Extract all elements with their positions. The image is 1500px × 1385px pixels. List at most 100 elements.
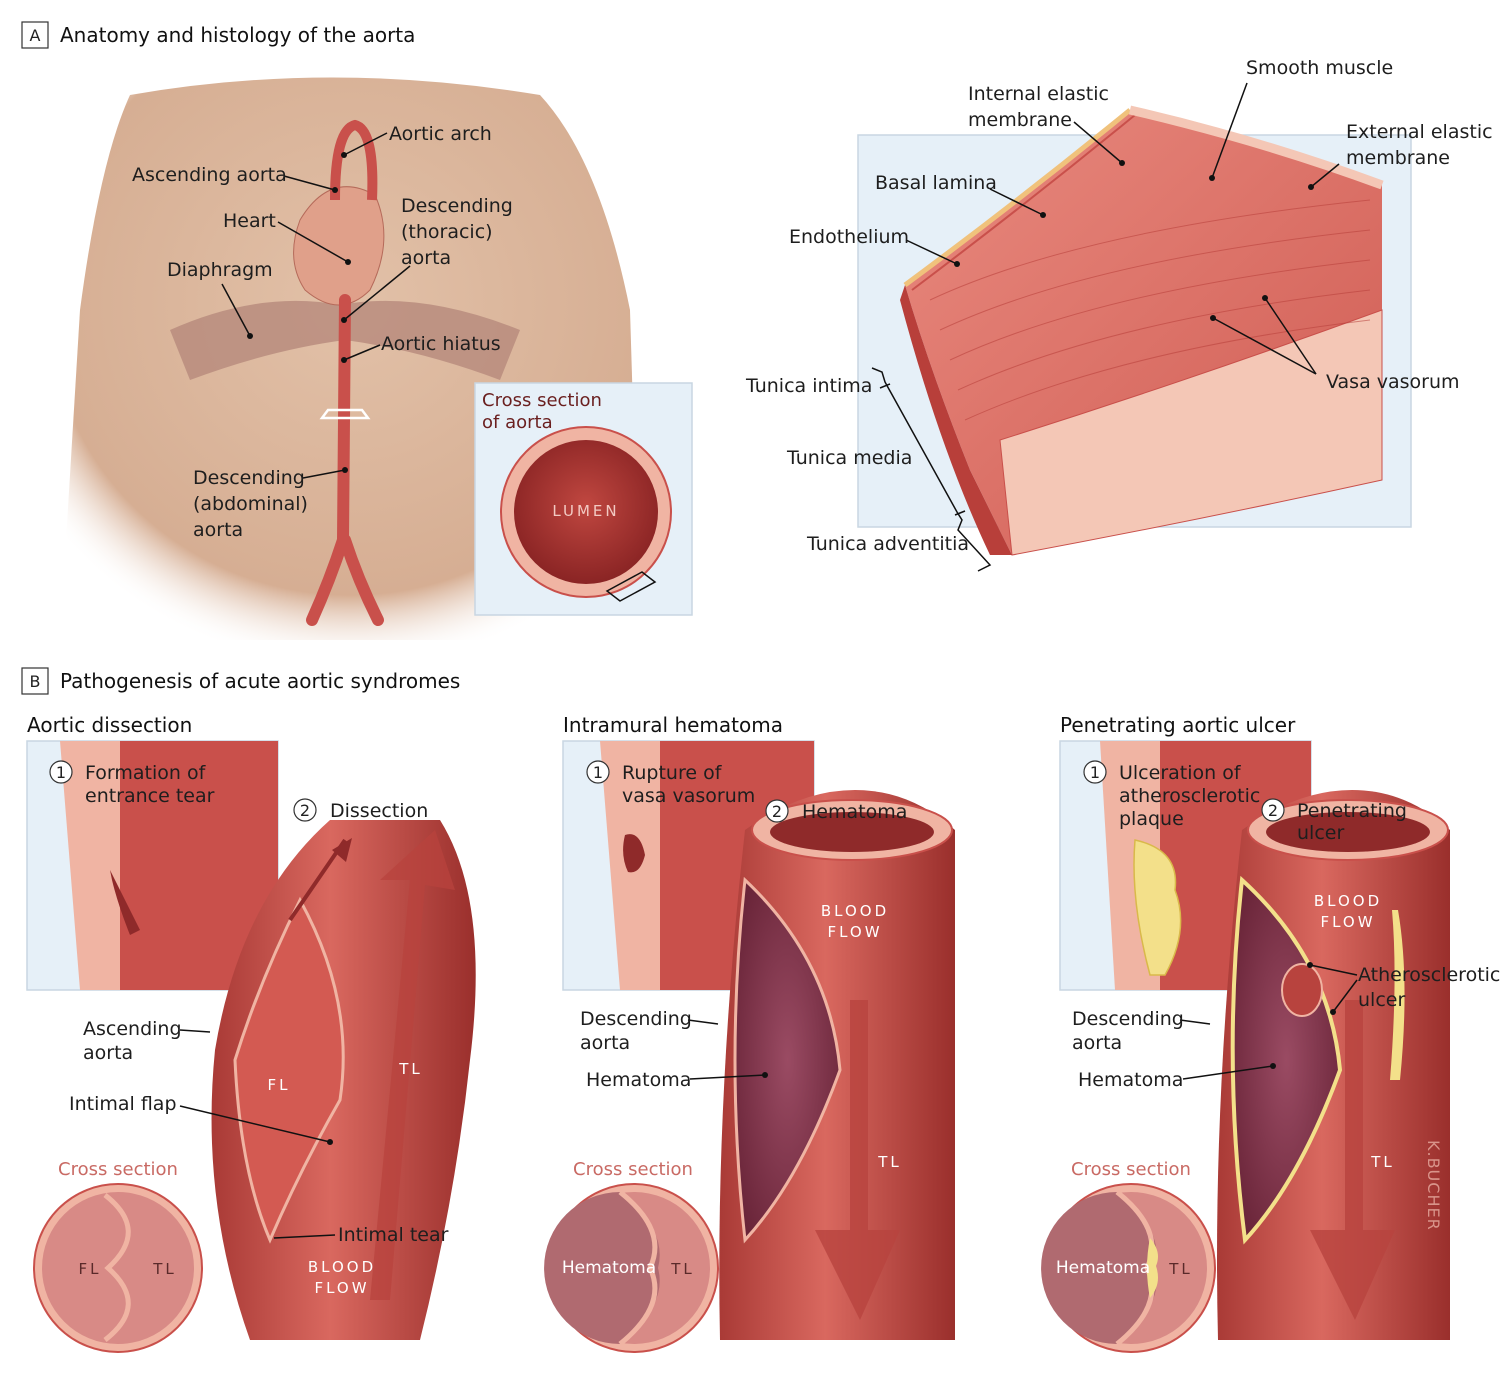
dissection-cs-tl: TL	[152, 1260, 177, 1278]
hematoma-illustration	[562, 740, 955, 1340]
ulcer-step1-c: plaque	[1119, 808, 1184, 830]
dissection-step2-num: 2	[300, 801, 310, 820]
dissection-step1-a: Formation of	[85, 762, 207, 784]
cross-section-title-2: of aorta	[482, 412, 553, 433]
hematoma-step1-badge	[586, 760, 610, 784]
panel-b-letter: B	[30, 672, 41, 691]
hematoma-leaders	[687, 1019, 768, 1080]
dissection-ascending-1: Ascending	[83, 1018, 182, 1040]
cross-section-title-1: Cross section	[482, 390, 602, 411]
ulcer-flow: FLOW	[1320, 913, 1375, 931]
dissection-ascending-2: aorta	[83, 1042, 133, 1064]
hematoma-step1-num: 1	[593, 763, 603, 782]
ulcer-hematoma-label: Hematoma	[1078, 1069, 1183, 1091]
label-desc-abdominal-1: Descending	[193, 467, 305, 489]
dissection-cs-fl: FL	[79, 1260, 102, 1278]
dissection-leaders	[179, 1029, 336, 1239]
diaphragm-shape	[170, 300, 520, 380]
label-basal-lamina: Basal lamina	[875, 172, 997, 194]
heart-shape	[293, 186, 385, 306]
lumen-label: LUMEN	[552, 502, 619, 520]
label-desc-thoracic-2: (thoracic)	[401, 221, 493, 243]
cut-face	[900, 285, 1012, 555]
ulcer-step2-num: 2	[1268, 801, 1278, 820]
label-internal-elastic-2: membrane	[968, 109, 1072, 131]
dissection-step1-num: 1	[56, 763, 66, 782]
dissection-intimal-tear: Intimal tear	[338, 1224, 449, 1246]
wall-leaders	[871, 82, 1340, 572]
label-external-elastic-1: External elastic	[1346, 121, 1493, 143]
hematoma-cs-hematoma: Hematoma	[562, 1258, 656, 1278]
dissection-step2-badge	[293, 798, 317, 822]
ulcer-cross-section	[1041, 1183, 1216, 1353]
label-desc-thoracic-1: Descending	[401, 195, 513, 217]
dissection-fl: FL	[268, 1076, 291, 1094]
ulcer-step1-a: Ulceration of	[1119, 762, 1242, 784]
panel-b-title: Pathogenesis of acute aortic syndromes	[60, 669, 460, 693]
hematoma-tl: TL	[877, 1153, 902, 1171]
torso-leaders	[221, 132, 411, 479]
dissection-cs-title: Cross section	[58, 1159, 178, 1180]
section-marker	[319, 408, 371, 420]
aortic-wall-illustration	[857, 105, 1412, 556]
ulcer-title: Penetrating aortic ulcer	[1060, 713, 1296, 737]
ulcer-leaders	[1179, 962, 1358, 1080]
label-external-elastic-2: membrane	[1346, 147, 1450, 169]
ulcer-step2-b: ulcer	[1297, 822, 1344, 844]
ulcer-athero-1: Atherosclerotic	[1358, 964, 1500, 986]
hematoma-cs-tl: TL	[670, 1260, 695, 1278]
label-aortic-arch: Aortic arch	[389, 123, 492, 145]
ulcer-blood: BLOOD	[1314, 892, 1382, 910]
hematoma-blood: BLOOD	[821, 902, 889, 920]
hematoma-descending-2: aorta	[580, 1032, 630, 1054]
panel-a-title: Anatomy and histology of the aorta	[60, 23, 415, 47]
dissection-tl: TL	[398, 1060, 423, 1078]
hematoma-step1-b: vasa vasorum	[622, 785, 755, 807]
hematoma-step1-a: Rupture of	[622, 762, 723, 784]
ulcer-descending-2: aorta	[1072, 1032, 1122, 1054]
label-ascending-aorta: Ascending aorta	[132, 164, 287, 186]
hematoma-title: Intramural hematoma	[563, 713, 783, 737]
dissection-flow: FLOW	[314, 1279, 369, 1297]
hematoma-cs-title: Cross section	[573, 1159, 693, 1180]
label-diaphragm: Diaphragm	[167, 259, 273, 281]
dissection-illustration	[26, 740, 476, 1340]
dissection-title: Aortic dissection	[27, 713, 192, 737]
label-vasa-vasorum: Vasa vasorum	[1326, 371, 1460, 393]
label-desc-thoracic-3: aorta	[401, 247, 451, 269]
descending-aorta-shape	[306, 294, 384, 626]
aortic-arch-shape	[330, 119, 378, 201]
hematoma-step2-badge	[765, 799, 789, 823]
label-aortic-hiatus: Aortic hiatus	[381, 333, 501, 355]
dissection-blood: BLOOD	[308, 1258, 376, 1276]
dissection-intimal-flap: Intimal flap	[69, 1093, 177, 1115]
dissection-step2: Dissection	[330, 800, 428, 822]
hematoma-label: Hematoma	[586, 1069, 691, 1091]
ulcer-step2-badge	[1261, 798, 1285, 822]
ulcer-step1-badge	[1083, 760, 1107, 784]
dissection-cross-section	[33, 1183, 203, 1353]
panel-a-letter: A	[30, 26, 41, 45]
adventitia-face	[999, 309, 1383, 556]
hematoma-descending-1: Descending	[580, 1008, 692, 1030]
hematoma-step2: Hematoma	[802, 801, 907, 823]
ulcer-step1-b: atherosclerotic	[1119, 785, 1260, 807]
label-tunica-adventitia: Tunica adventitia	[806, 533, 969, 555]
ulcer-cs-hematoma: Hematoma	[1056, 1258, 1150, 1278]
ulcer-cs-tl: TL	[1168, 1260, 1193, 1278]
dissection-step1-badge	[49, 760, 73, 784]
ulcer-tl: TL	[1370, 1153, 1395, 1171]
label-smooth-muscle: Smooth muscle	[1246, 57, 1393, 79]
artist-signature: K.BUCHER	[1424, 1140, 1443, 1231]
label-desc-abdominal-3: aorta	[193, 519, 243, 541]
panel-a-letter-box	[21, 21, 49, 49]
label-tunica-media: Tunica media	[786, 447, 912, 469]
label-tunica-intima: Tunica intima	[745, 375, 872, 397]
label-endothelium: Endothelium	[789, 226, 909, 248]
ulcer-descending-1: Descending	[1072, 1008, 1184, 1030]
ulcer-cs-title: Cross section	[1071, 1159, 1191, 1180]
hematoma-flow: FLOW	[827, 923, 882, 941]
label-internal-elastic-1: Internal elastic	[968, 83, 1109, 105]
hematoma-step2-num: 2	[772, 802, 782, 821]
